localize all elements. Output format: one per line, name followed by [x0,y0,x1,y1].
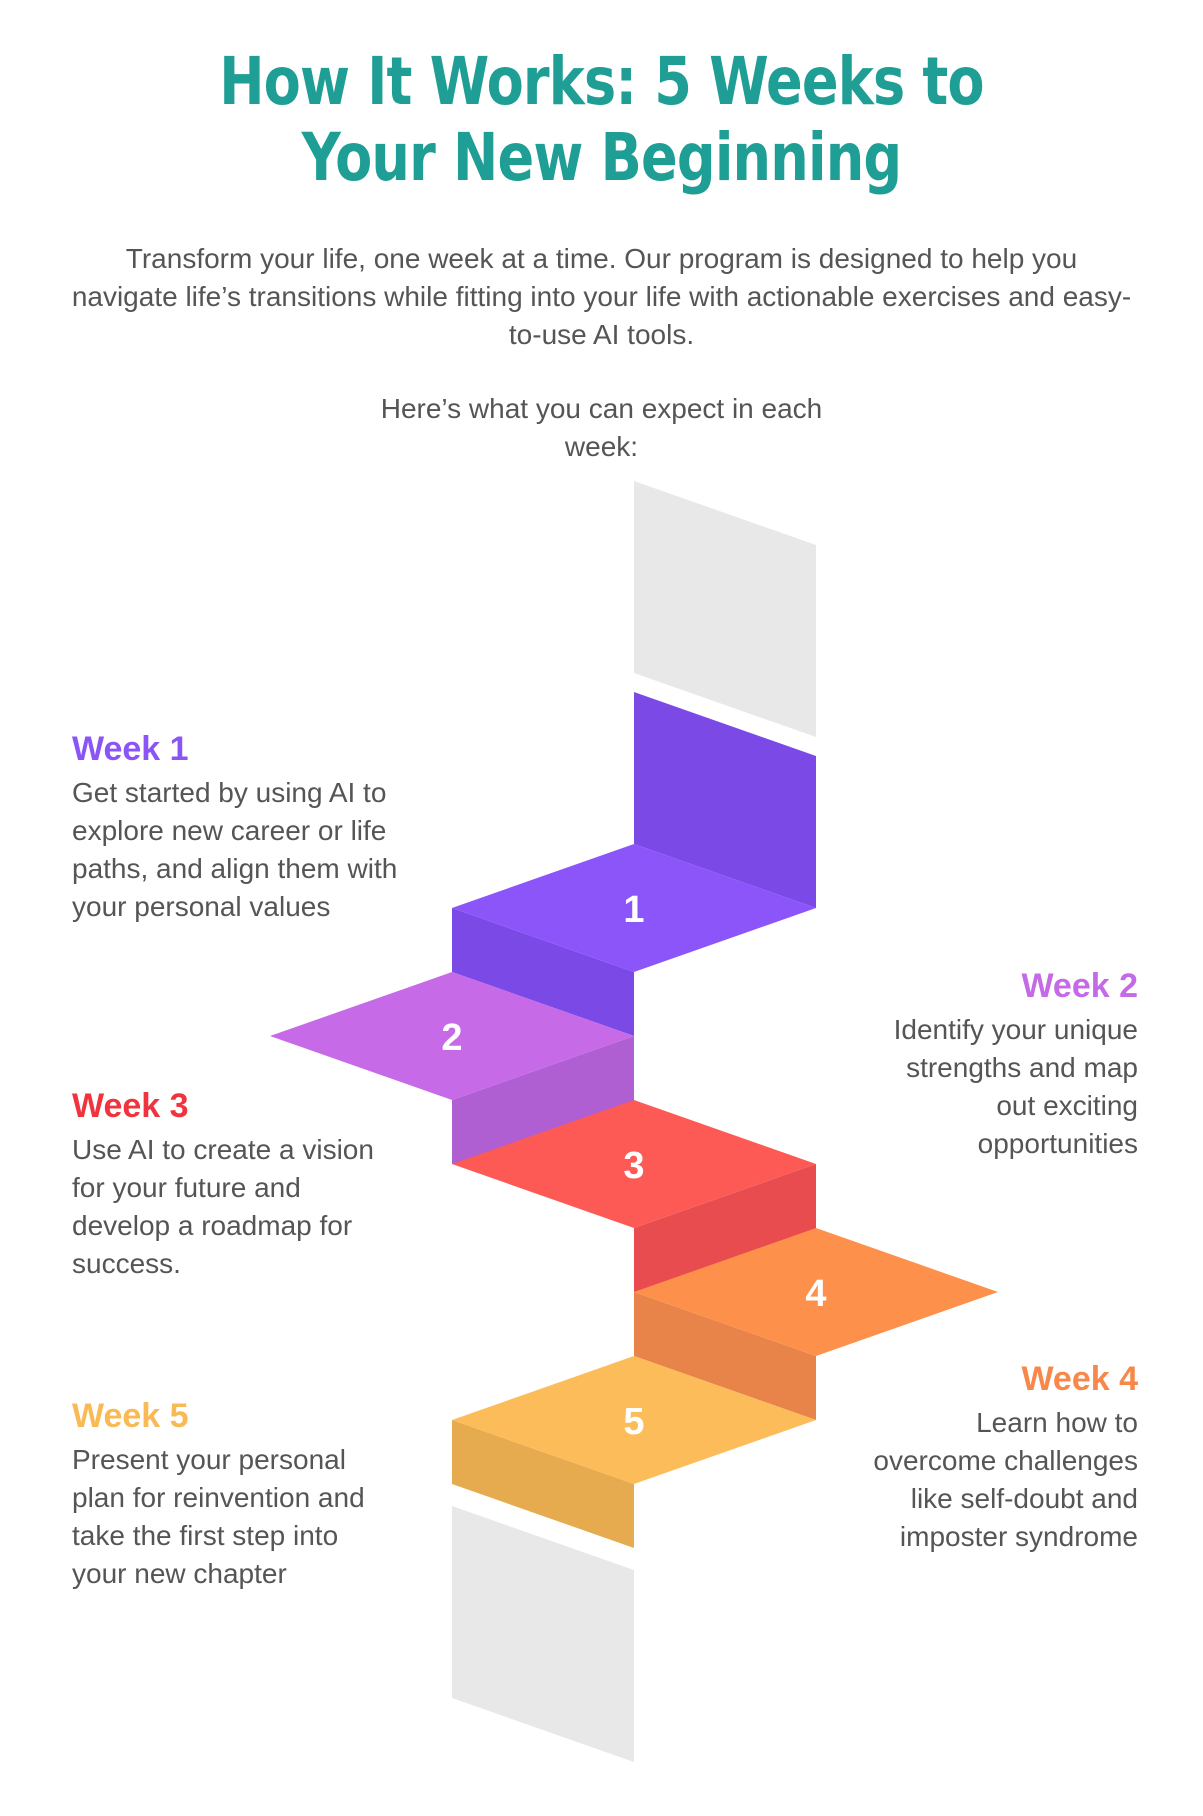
step-5-front [452,1420,634,1548]
week-2-title: Week 2 [1021,967,1138,1005]
bottom-grey-panel [452,1506,634,1762]
week-2-block: Week 2 Identify your unique strengths an… [860,965,1138,1163]
week-4-description: Learn how to overcome challenges like se… [873,1407,1138,1552]
week-2-description: Identify your unique strengths and map o… [893,1014,1138,1159]
step-2-number: 2 [441,1017,462,1059]
page-title: How It Works: 5 Weeks to Your New Beginn… [219,43,984,196]
step-3-top [452,1100,816,1228]
week-5-block: Week 5 Present your personal plan for re… [72,1395,392,1593]
step-1-top [452,844,816,972]
expect-text: Here’s what you can expect in each week: [380,393,823,462]
step-5-top [452,1356,816,1484]
step-5-number: 5 [623,1401,644,1443]
week-4-block: Week 4 Learn how to overcome challenges … [860,1358,1138,1556]
week-4-title: Week 4 [1021,1360,1138,1398]
week-3-description: Use AI to create a vision for your futur… [72,1134,374,1279]
step-1-number: 1 [623,889,644,931]
week-3-block: Week 3 Use AI to create a vision for you… [72,1085,392,1283]
week-1-title: Week 1 [72,730,189,768]
step-4-front [634,1292,816,1420]
week-3-title: Week 3 [72,1087,189,1125]
intro-text: Transform your life, one week at a time.… [71,243,1132,350]
step-1-front [452,908,634,1036]
step-4-top [634,1228,998,1356]
step-2-top [270,972,634,1100]
week-1-block: Week 1 Get started by using AI to explor… [72,728,402,926]
step-4-number: 4 [805,1273,826,1315]
week-1-description: Get started by using AI to explore new c… [72,777,398,922]
week-5-title: Week 5 [72,1397,189,1435]
week-5-description: Present your personal plan for reinventi… [72,1444,365,1589]
step-3-number: 3 [623,1145,644,1187]
step-1-riser-back [634,692,816,908]
top-grey-panel [634,481,816,737]
